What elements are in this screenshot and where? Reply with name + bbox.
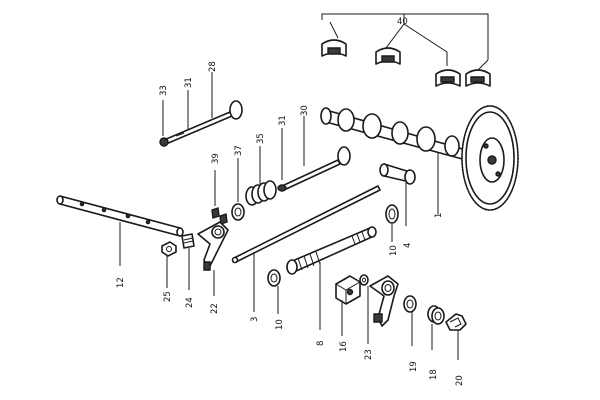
pushrod-tube	[286, 226, 377, 275]
callout-12: 12	[116, 277, 126, 288]
bearing-shell	[435, 69, 461, 87]
bearing-shell	[321, 39, 347, 57]
callout-3: 3	[250, 317, 260, 322]
callout-39: 39	[211, 153, 221, 164]
washer-19	[403, 295, 417, 313]
pushrod	[231, 185, 381, 264]
spring-washer-18	[427, 305, 445, 325]
callout-33: 33	[159, 85, 169, 96]
callout-1: 1	[434, 213, 444, 218]
bearing-shell	[375, 47, 401, 65]
bearing-shells-group: 40	[321, 13, 491, 87]
bearing-shell	[465, 69, 491, 87]
callout-4: 4	[403, 243, 413, 248]
washer-10-lower	[267, 269, 281, 287]
washer-10-upper	[385, 204, 399, 224]
callout-10-upper: 10	[389, 245, 399, 256]
callout-16: 16	[339, 341, 349, 352]
bracket-40	[321, 13, 489, 60]
retaining-clip	[445, 313, 467, 331]
camshaft	[320, 107, 467, 161]
rocker-arm-right	[369, 275, 399, 327]
rocker-support	[335, 275, 361, 305]
callout-35: 35	[256, 133, 266, 144]
callout-20: 20	[455, 375, 465, 386]
callout-25: 25	[163, 291, 173, 302]
callout-31-middle: 31	[278, 115, 288, 126]
callout-8: 8	[316, 341, 326, 346]
adjusting-nut	[161, 241, 177, 257]
callout-40: 40	[397, 17, 408, 27]
callout-30: 30	[300, 105, 310, 116]
callout-31-upper: 31	[184, 77, 194, 88]
callout-10-lower: 10	[275, 319, 285, 330]
valve-middle	[277, 146, 351, 192]
valve-spring	[245, 180, 277, 206]
spring-cap	[231, 203, 245, 221]
callout-19: 19	[409, 361, 419, 372]
valve-keepers	[211, 207, 228, 225]
camshaft-gear	[461, 105, 519, 211]
callout-18: 18	[429, 369, 439, 380]
callout-23: 23	[364, 349, 374, 360]
rocker-arm-left	[197, 221, 229, 271]
callout-37: 37	[234, 145, 244, 156]
adjusting-screw	[181, 233, 195, 249]
rocker-shaft	[56, 195, 184, 237]
valve-upper	[159, 100, 243, 147]
callout-22: 22	[210, 303, 220, 314]
washer-23	[359, 274, 369, 286]
cam-sleeve	[379, 163, 416, 185]
callout-24: 24	[185, 297, 195, 308]
callout-28: 28	[208, 61, 218, 72]
